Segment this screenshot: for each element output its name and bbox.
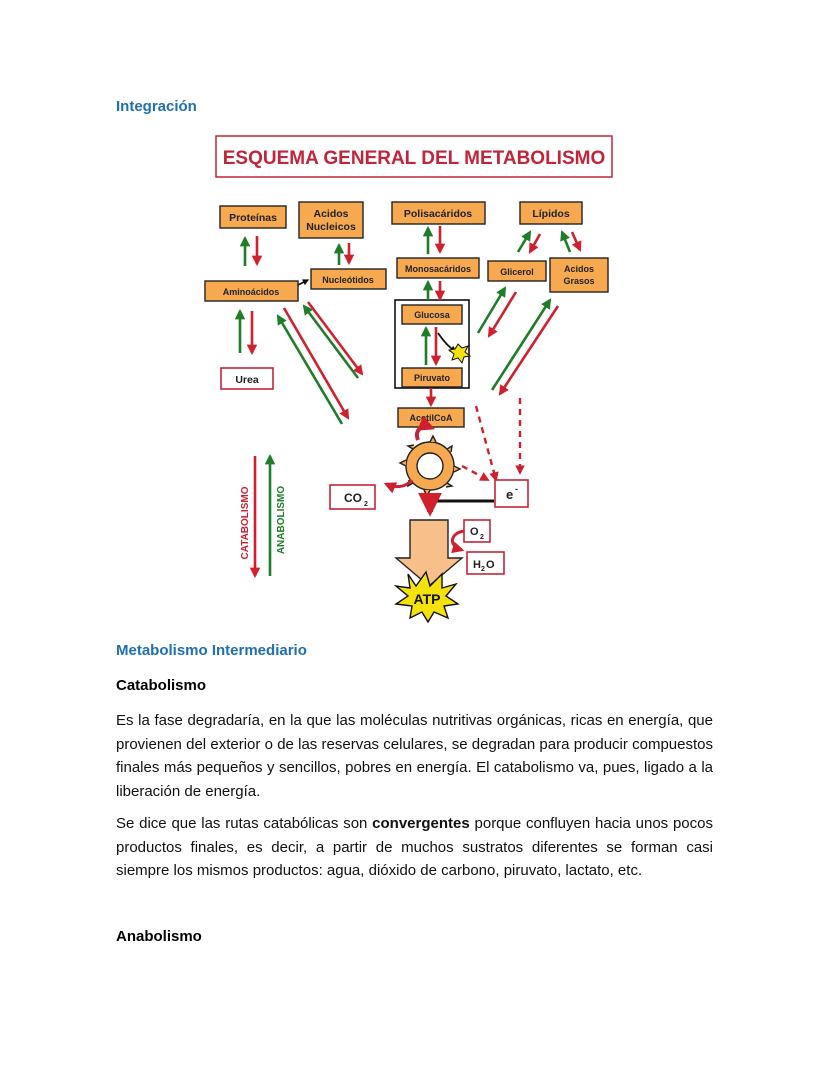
svg-text:ATP: ATP	[414, 591, 441, 607]
svg-text:Monosacáridos: Monosacáridos	[405, 264, 471, 274]
svg-text:2: 2	[364, 501, 368, 508]
paragraph-catabolismo-2: Se dice que las rutas catabólicas son co…	[116, 815, 713, 879]
svg-text:Glicerol: Glicerol	[500, 267, 534, 277]
box-urea: Urea	[220, 367, 274, 390]
svg-text:Nucleótidos: Nucleótidos	[322, 275, 374, 285]
paragraph-catabolismo-1: Es la fase degradaría, en la que las mol…	[116, 712, 713, 800]
section-title-metabolismo: Metabolismo Intermediario	[116, 642, 307, 659]
svg-text:Grasos: Grasos	[563, 276, 594, 286]
svg-text:H: H	[473, 559, 481, 571]
diagram-title: ESQUEMA GENERAL DEL METABOLISMO	[223, 148, 606, 169]
label-anabolismo: ANABOLISMO	[276, 486, 287, 555]
svg-text:Acidos: Acidos	[313, 208, 348, 220]
box-monosacaridos: Monosacáridos	[396, 257, 480, 279]
bold-convergentes: convergentes	[372, 815, 470, 832]
box-lipidos: Lípidos	[519, 201, 583, 225]
svg-text:CO: CO	[344, 491, 362, 505]
box-piruvato: Piruvato	[401, 367, 463, 388]
svg-text:O: O	[486, 559, 495, 571]
box-glicerol: Glicerol	[487, 260, 547, 282]
section-title-integracion: Integración	[116, 98, 197, 115]
label-catabolismo: CATABOLISMO	[240, 486, 251, 559]
svg-text:e: e	[506, 487, 513, 502]
box-acetilcoa: AcetilCoA	[397, 407, 465, 428]
svg-text:Glucosa: Glucosa	[414, 310, 451, 320]
box-nucleotidos: Nucleótidos	[310, 268, 387, 290]
svg-text:Urea: Urea	[235, 374, 259, 386]
svg-text:AcetilCoA: AcetilCoA	[409, 413, 453, 423]
diagram-title-box: ESQUEMA GENERAL DEL METABOLISMO	[215, 135, 613, 178]
svg-text:Polisacáridos: Polisacáridos	[404, 208, 472, 220]
metabolism-diagram: ESQUEMA GENERAL DEL METABOLISMO Proteína…	[204, 135, 613, 624]
subheading-anabolismo: Anabolismo	[116, 928, 202, 945]
svg-text:Aminoácidos: Aminoácidos	[223, 287, 280, 297]
box-proteinas: Proteínas	[219, 205, 287, 229]
energy-flow-arrow	[394, 519, 464, 587]
svg-text:Piruvato: Piruvato	[414, 373, 451, 383]
svg-text:Lípidos: Lípidos	[532, 208, 569, 220]
box-polisacaridos: Polisacáridos	[391, 201, 486, 225]
svg-text:2: 2	[481, 566, 485, 573]
svg-text:Proteínas: Proteínas	[229, 212, 277, 224]
box-aminoacidos: Aminoácidos	[204, 280, 299, 302]
box-electron: e-	[494, 479, 529, 508]
krebs-cycle-wheel	[398, 434, 462, 498]
subheading-catabolismo: Catabolismo	[116, 677, 207, 694]
svg-text:2: 2	[480, 534, 484, 541]
svg-text:-: -	[515, 484, 518, 494]
atp-starburst: ATP	[393, 570, 460, 624]
box-glucosa: Glucosa	[401, 304, 463, 325]
svg-text:O: O	[470, 526, 479, 538]
svg-text:Acidos: Acidos	[564, 264, 594, 274]
svg-text:Nucleicos: Nucleicos	[306, 221, 356, 233]
